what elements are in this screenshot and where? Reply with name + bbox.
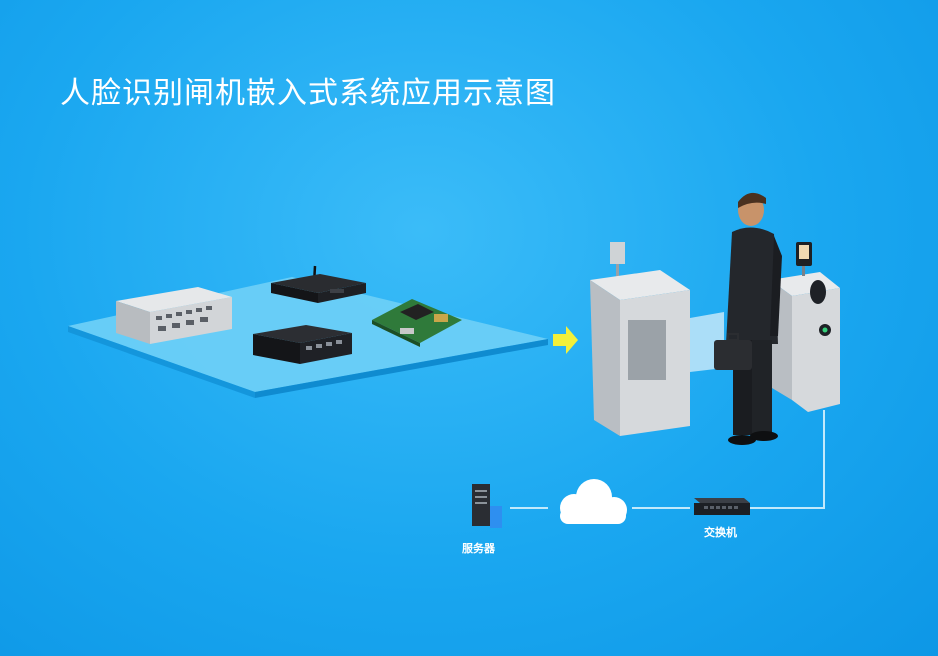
server-icon (472, 484, 502, 528)
cloud-icon (560, 479, 627, 524)
arrow-right-icon (553, 326, 578, 354)
businessman-icon (714, 193, 782, 445)
face-camera-icon (796, 242, 812, 276)
server-label: 服务器 (462, 540, 495, 556)
network-switch-icon (694, 498, 750, 515)
switch-label: 交换机 (704, 524, 737, 540)
